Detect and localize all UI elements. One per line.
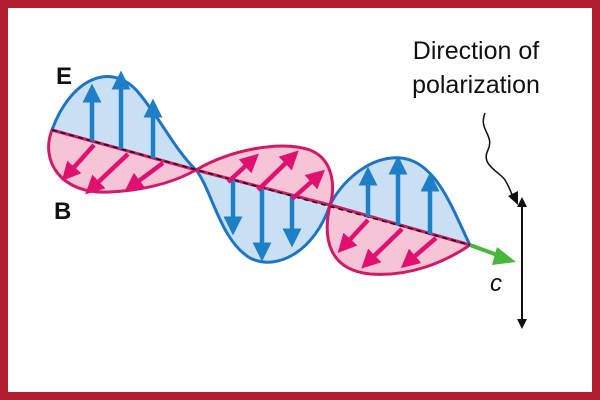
speed-of-light-label: c [490,270,502,297]
e-field-label: E [56,63,72,90]
e-field-arrows [82,70,440,262]
label-pointer-head [508,191,518,205]
b-arrow [124,161,165,192]
b-arrow [290,169,326,201]
b-arrow [256,150,299,192]
b-arrow [85,152,130,195]
polarization-label-line1: Direction of [413,37,539,65]
label-pointer-line [482,112,515,201]
b-field-label: B [54,198,71,225]
polarization-label-line2: polarization [412,71,540,99]
b-arrow [337,218,370,253]
b-arrow [400,236,438,269]
b-arrow [226,153,259,184]
b-arrow [361,227,404,269]
b-arrow [61,143,96,182]
b-field-arrows [61,143,438,269]
propagation-arrow-icon [469,243,516,265]
